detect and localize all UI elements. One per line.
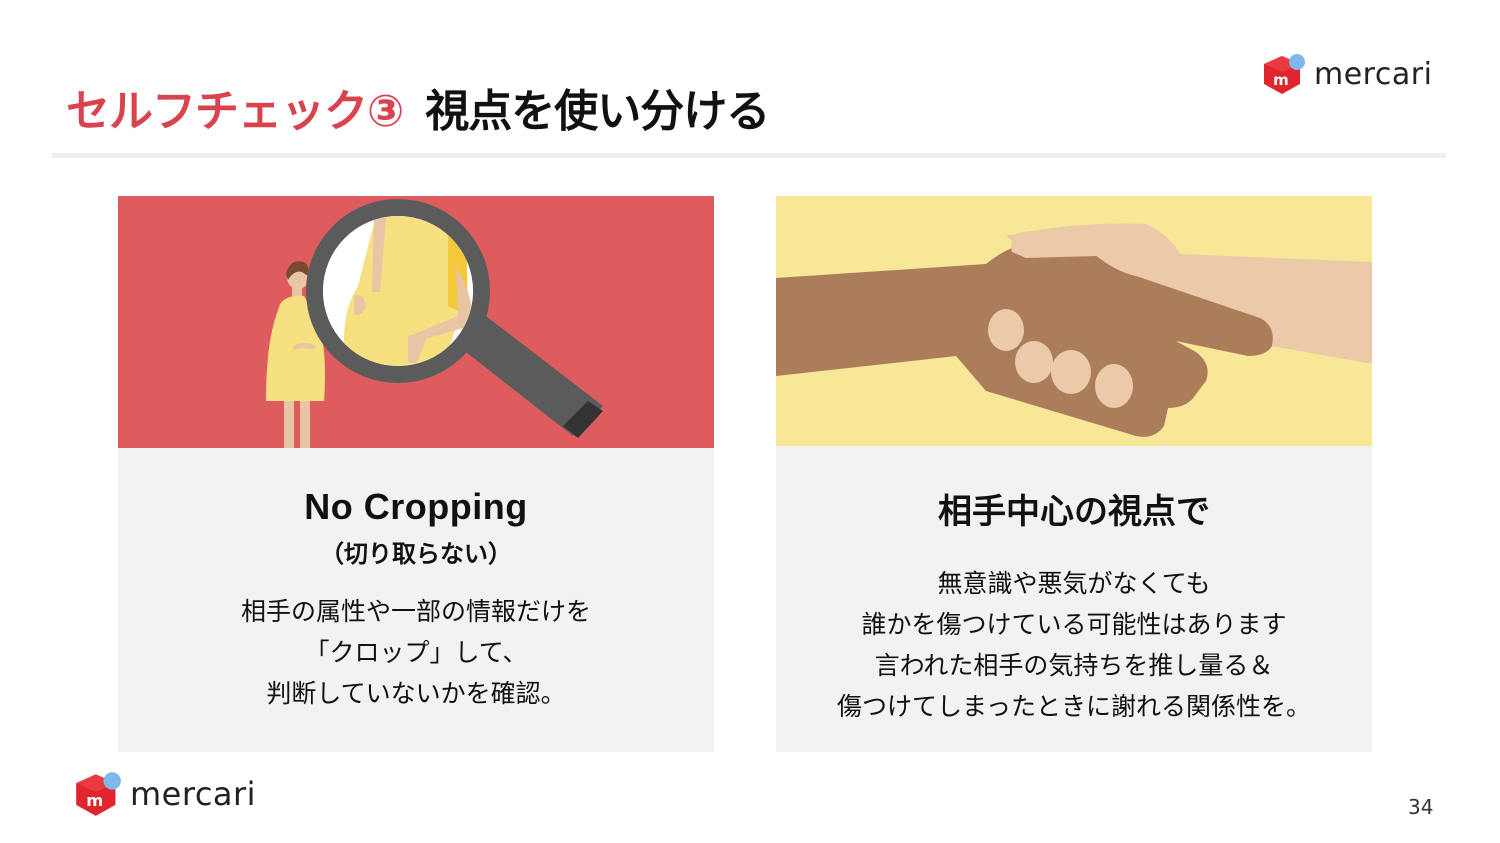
svg-text:m: m (1273, 71, 1289, 89)
card-description: 無意識や悪気がなくても 誰かを傷つけている可能性はあります 言われた相手の気持ち… (776, 563, 1372, 727)
title-main: 視点を使い分ける (425, 86, 770, 137)
title-prefix: セルフチェック③ (66, 86, 404, 137)
description-line: 「クロップ」して、 (304, 638, 528, 667)
magnifying-glass-illustration (118, 196, 714, 448)
description-line: 誰かを傷つけている可能性はあります (861, 610, 1287, 639)
handshake-illustration (776, 196, 1372, 446)
card-no-cropping: No Cropping （切り取らない） 相手の属性や一部の情報だけを 「クロッ… (118, 196, 714, 752)
description-line: 傷つけてしまったときに謝れる関係性を。 (836, 692, 1311, 721)
page-number: 34 (1408, 795, 1434, 819)
description-line: 判断していないかを確認。 (266, 679, 566, 708)
mercari-wordmark: mercari (130, 775, 257, 813)
card-body: No Cropping （切り取らない） 相手の属性や一部の情報だけを 「クロッ… (118, 448, 714, 714)
mercari-cube-icon: m (76, 772, 121, 816)
card-subheading: （切り取らない） (320, 540, 512, 568)
card-heading: 相手中心の視点で (938, 492, 1210, 532)
card-other-centered-view: 相手中心の視点で 無意識や悪気がなくても 誰かを傷つけている可能性はあります 言… (776, 196, 1372, 752)
description-line: 相手の属性や一部の情報だけを (240, 597, 591, 626)
description-line: 言われた相手の気持ちを推し量る＆ (874, 651, 1274, 680)
slide-title: セルフチェック③ 視点を使い分ける (66, 72, 770, 142)
svg-text:m: m (86, 791, 103, 810)
title-divider (52, 153, 1446, 158)
card-heading: No Cropping (304, 486, 528, 527)
card-description: 相手の属性や一部の情報だけを 「クロップ」して、 判断していないかを確認。 (118, 591, 714, 714)
mercari-wordmark: mercari (1314, 56, 1433, 92)
mercari-logo-bottom: m mercari (74, 770, 256, 818)
mercari-logo-top: m mercari (1262, 52, 1432, 96)
mercari-cube-icon: m (1264, 54, 1305, 94)
description-line: 無意識や悪気がなくても (937, 569, 1211, 598)
card-body: 相手中心の視点で 無意識や悪気がなくても 誰かを傷つけている可能性はあります 言… (776, 448, 1372, 727)
